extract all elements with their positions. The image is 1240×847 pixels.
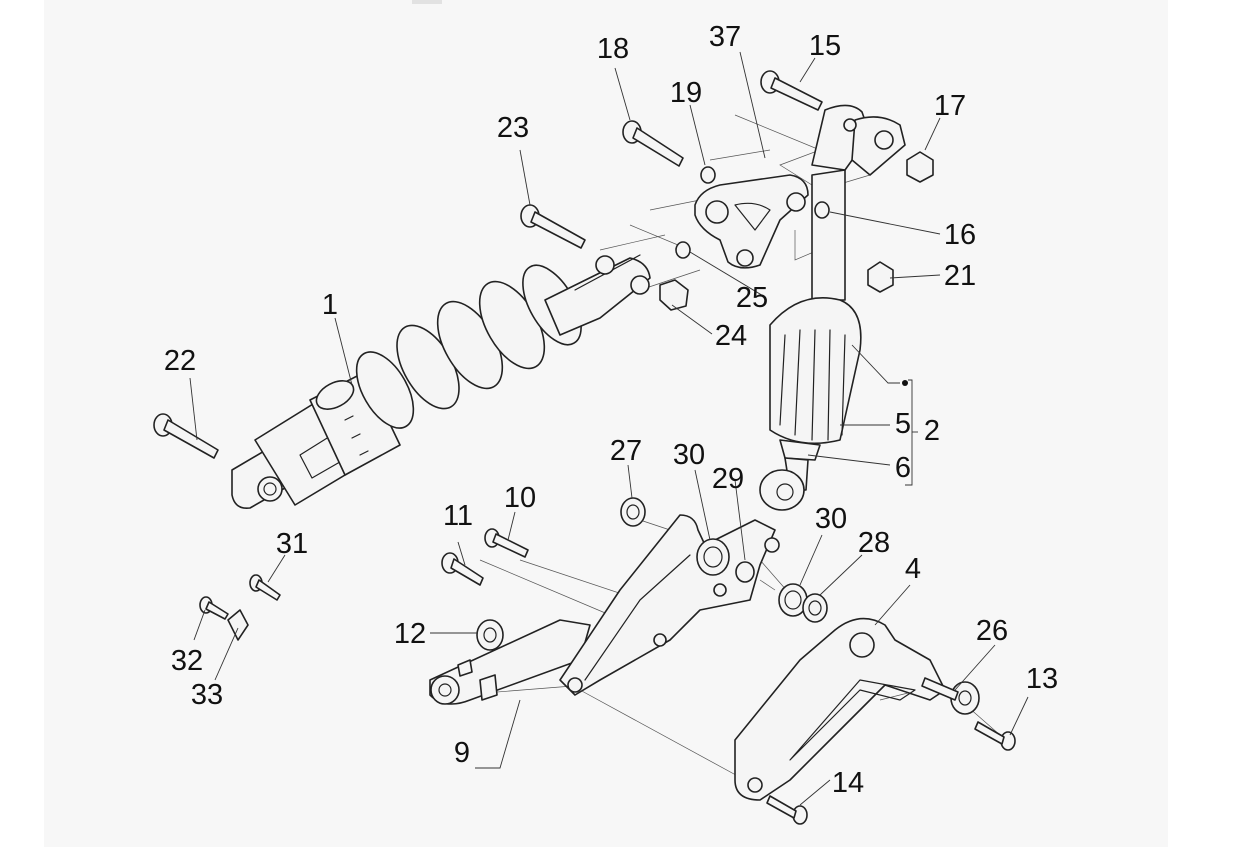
callout-labels: 1 2 4 5 6 9 10 11 12 13 14 15 16 17 18 1… [164, 21, 1058, 799]
swing-lever [734, 617, 946, 801]
callout-15: 15 [809, 30, 841, 62]
secondary-shock [759, 104, 906, 511]
callout-2: 2 [924, 415, 940, 447]
callout-12: 12 [394, 618, 426, 650]
lower-link [429, 619, 591, 705]
callout-11: 11 [443, 500, 473, 532]
bracket-plate [694, 174, 809, 269]
leader-lines [189, 51, 1029, 806]
callout-21: 21 [944, 260, 976, 292]
callout-31: 31 [276, 528, 308, 560]
diagram-sheet [44, 0, 1168, 847]
callout-19: 19 [670, 77, 702, 109]
callout-33: 33 [191, 679, 223, 711]
small-hardware [227, 151, 980, 715]
callout-5: 5 [895, 408, 911, 440]
callout-4: 4 [905, 553, 921, 585]
sheet-tab [412, 0, 442, 4]
callout-23: 23 [497, 112, 529, 144]
callout-28: 28 [858, 527, 890, 559]
lever-bracket [559, 514, 780, 696]
callout-6: 6 [895, 452, 911, 484]
callout-25: 25 [736, 282, 768, 314]
callout-29: 29 [712, 463, 744, 495]
bolts [153, 70, 1016, 825]
callout-1: 1 [322, 289, 338, 321]
callout-16: 16 [944, 219, 976, 251]
callout-32: 32 [171, 645, 203, 677]
callout-17: 17 [934, 90, 966, 122]
callout-9: 9 [454, 737, 470, 769]
callout-27: 27 [610, 435, 642, 467]
callout-24: 24 [715, 320, 747, 352]
callout-10: 10 [504, 482, 536, 514]
callout-13: 13 [1026, 663, 1058, 695]
callout-18: 18 [597, 33, 629, 65]
assembly-dot [902, 380, 908, 386]
callout-30-upper: 30 [673, 439, 705, 471]
callout-26: 26 [976, 615, 1008, 647]
callout-30-lower: 30 [815, 503, 847, 535]
callout-14: 14 [832, 767, 864, 799]
callout-37: 37 [709, 21, 741, 53]
shock-absorber [231, 254, 651, 510]
callout-22: 22 [164, 345, 196, 377]
